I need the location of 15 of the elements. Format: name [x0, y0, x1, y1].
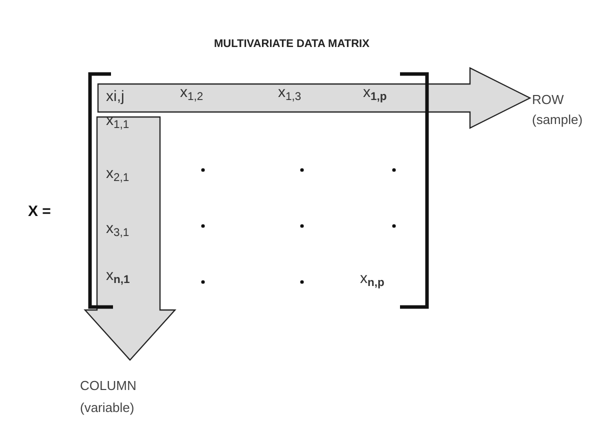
matrix-element: x$_{1,2}$	[180, 83, 204, 104]
matrix-element: x$_{n,1}$	[106, 266, 130, 288]
matrix-element: x$_{2,1}$	[106, 164, 130, 186]
axis-label: COLUMN	[80, 377, 136, 395]
axis-label: (sample)	[532, 111, 583, 129]
matrix-element: x$_{1,3}$	[278, 83, 302, 104]
matrix-element: xi,j	[106, 87, 124, 107]
axis-label: ROW	[532, 91, 564, 109]
matrix-symbol: X =	[28, 202, 51, 222]
axis-label: (variable)	[80, 399, 134, 417]
diagram-title: MULTIVARIATE DATA MATRIX	[214, 37, 370, 52]
matrix-element: x$_{3,1}$	[106, 219, 130, 240]
matrix-element: x$_{n,p}$	[360, 269, 384, 290]
matrix-element: x$_{1,1}$	[106, 111, 130, 132]
matrix-element: x$_{1,p}$	[363, 83, 387, 104]
